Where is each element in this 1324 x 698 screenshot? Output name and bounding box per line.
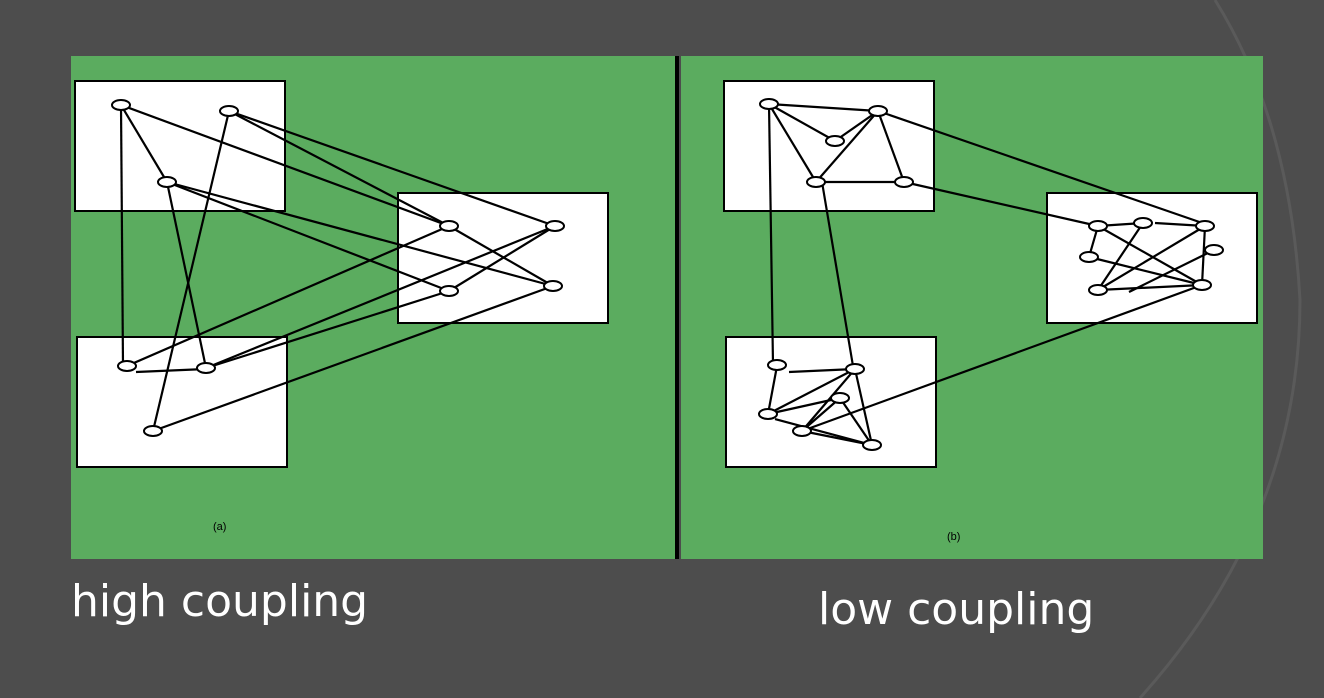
node xyxy=(868,105,888,117)
edges xyxy=(766,102,1215,447)
node xyxy=(862,439,882,451)
node xyxy=(1088,284,1108,296)
node xyxy=(825,135,845,147)
low-coupling-graph xyxy=(723,80,1258,468)
node xyxy=(758,408,778,420)
nodes xyxy=(111,99,565,437)
node xyxy=(792,425,812,437)
module-box xyxy=(76,336,288,468)
module-box xyxy=(725,336,937,468)
node xyxy=(157,176,177,188)
node xyxy=(806,176,826,188)
node xyxy=(219,105,239,117)
node xyxy=(1204,244,1224,256)
node xyxy=(439,285,459,297)
caption-high-coupling: high coupling xyxy=(71,576,369,627)
node xyxy=(1133,217,1153,229)
panel-divider xyxy=(675,56,679,559)
nodes xyxy=(758,98,1224,451)
node xyxy=(767,359,787,371)
node xyxy=(1195,220,1215,232)
diagram-panel-high-coupling: (a) xyxy=(71,56,677,559)
panel-b-label: (b) xyxy=(947,531,961,543)
node xyxy=(1088,220,1108,232)
node xyxy=(196,362,216,374)
edges xyxy=(119,103,556,433)
node xyxy=(439,220,459,232)
node xyxy=(845,363,865,375)
module-box xyxy=(74,80,286,212)
node xyxy=(543,280,563,292)
node xyxy=(830,392,850,404)
node xyxy=(759,98,779,110)
high-coupling-graph xyxy=(74,80,609,468)
panel-a-label: (a) xyxy=(213,521,227,533)
node xyxy=(894,176,914,188)
node xyxy=(143,425,163,437)
node xyxy=(1192,279,1212,291)
node xyxy=(1079,251,1099,263)
caption-low-coupling: low coupling xyxy=(818,584,1095,635)
module-box xyxy=(723,80,935,212)
node xyxy=(111,99,131,111)
node xyxy=(117,360,137,372)
diagram-panel-low-coupling: (b) xyxy=(681,56,1263,559)
node xyxy=(545,220,565,232)
